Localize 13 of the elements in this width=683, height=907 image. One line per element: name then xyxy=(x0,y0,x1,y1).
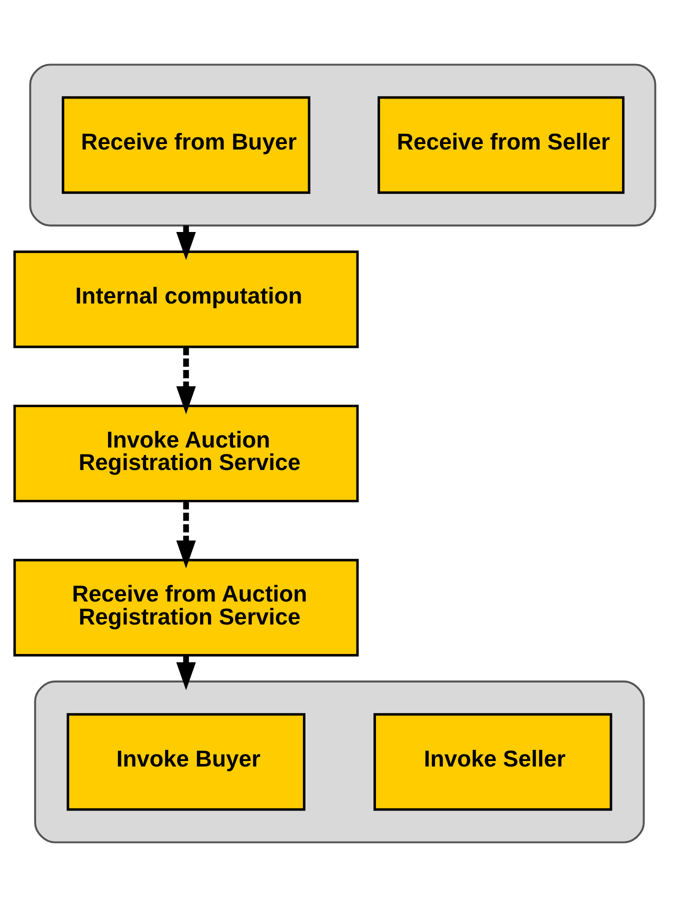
arrow xyxy=(176,655,196,690)
node-box: Receive from Seller xyxy=(378,96,624,194)
node-box: Receive from Auction Registration Service xyxy=(13,558,359,657)
cluster xyxy=(34,680,645,844)
cluster xyxy=(29,64,656,226)
arrow xyxy=(176,225,196,260)
arrow xyxy=(176,347,196,414)
arrow xyxy=(176,501,196,568)
node-box: Receive from Buyer xyxy=(62,96,310,194)
node-box: Invoke Seller xyxy=(374,713,612,811)
node-box: Invoke Auction Registration Service xyxy=(13,404,359,502)
node-box: Invoke Buyer xyxy=(66,713,306,811)
node-box: Internal computation xyxy=(13,250,359,348)
